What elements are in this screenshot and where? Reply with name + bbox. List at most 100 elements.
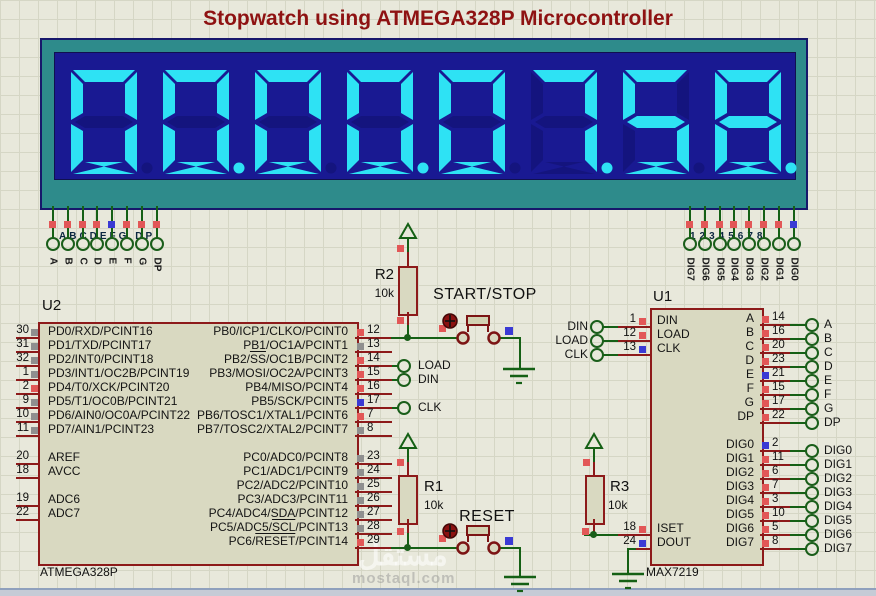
pin-number: 26	[367, 492, 380, 504]
state-indicator	[79, 221, 86, 228]
u2-atmega328p-body[interactable]	[38, 322, 359, 566]
wire	[760, 492, 790, 494]
u1-max7219-body[interactable]	[650, 308, 764, 566]
wire	[760, 478, 790, 480]
wire	[618, 340, 650, 342]
state-indicator	[762, 330, 769, 337]
header-terminal	[150, 237, 164, 251]
wire	[499, 337, 521, 339]
header-terminal	[683, 237, 697, 251]
state-indicator	[397, 528, 404, 535]
terminal-label: B	[824, 331, 833, 345]
terminal	[805, 500, 819, 514]
pin-label: PD6/AIN0/OC0A/PCINT22	[48, 408, 191, 422]
wire	[618, 354, 650, 356]
state-indicator	[762, 470, 769, 477]
header-terminal	[713, 237, 727, 251]
pin-label: DIG0	[725, 437, 754, 451]
terminal	[805, 402, 819, 416]
state-indicator	[762, 540, 769, 547]
pushbutton-reset[interactable]	[432, 522, 522, 562]
pin-label: G	[744, 395, 754, 409]
wire	[355, 505, 392, 507]
pin-number: 11	[772, 451, 784, 463]
wire	[760, 464, 790, 466]
seven-segment-display[interactable]: ABCDEFG DP 12345678	[40, 38, 808, 242]
resistor-r1[interactable]	[398, 475, 418, 525]
state-indicator	[31, 399, 38, 406]
reset-label: RESET	[459, 508, 515, 525]
pin-label: D	[745, 353, 754, 367]
state-indicator	[357, 483, 364, 490]
wire	[16, 407, 38, 409]
wire	[355, 519, 392, 521]
pin-label: AREF	[48, 450, 81, 464]
pin-label: PD2/INT0/PCINT18	[48, 352, 154, 366]
pin-number: 18	[16, 464, 29, 476]
wire	[760, 366, 790, 368]
pin-number: 24	[367, 464, 380, 476]
wire	[355, 365, 392, 367]
resistor-r3[interactable]	[585, 475, 605, 525]
wire	[519, 549, 521, 576]
header-pin-label: DIG0	[788, 257, 800, 281]
pin-label: PD7/AIN1/PCINT23	[48, 422, 155, 436]
terminal	[805, 472, 819, 486]
header-pin-label: E	[106, 257, 118, 265]
wire	[16, 337, 38, 339]
wire	[760, 408, 790, 410]
state-indicator	[357, 427, 364, 434]
pin-number: 31	[16, 338, 29, 350]
pin-label: PD0/RXD/PCINT16	[48, 324, 153, 338]
pin-number: 13	[623, 341, 636, 353]
pushbutton-startstop[interactable]	[432, 312, 522, 352]
pin-label: PB2/SS/OC1B/PCINT2	[223, 352, 348, 366]
pin-label: PD5/T1/OC0B/PCINT21	[48, 394, 178, 408]
header-terminal	[787, 237, 801, 251]
r3-value: 10k	[608, 498, 628, 512]
pin-number: 7	[367, 408, 374, 420]
pin-number: 15	[772, 381, 785, 393]
state-indicator	[762, 484, 769, 491]
pin-label: ADC7	[48, 506, 81, 520]
seven-seg-digit	[623, 70, 705, 174]
startstop-label: START/STOP	[433, 286, 537, 303]
terminal-label: CLK	[564, 347, 588, 361]
pin-number: 6	[772, 465, 779, 477]
state-indicator	[31, 385, 38, 392]
wire	[355, 435, 392, 437]
header-pin-label: A	[47, 257, 59, 265]
wire	[603, 326, 618, 328]
state-indicator	[745, 221, 752, 228]
state-indicator	[716, 221, 723, 228]
state-indicator	[686, 221, 693, 228]
wire	[760, 548, 790, 550]
resistor-r2[interactable]	[398, 266, 418, 316]
pin-number: 1	[22, 366, 29, 378]
state-indicator	[31, 357, 38, 364]
wire	[407, 460, 409, 477]
pin-number: 8	[772, 535, 779, 547]
wire	[355, 533, 392, 535]
page-title: Stopwatch using ATMEGA328P Microcontroll…	[203, 7, 673, 30]
wire	[790, 394, 806, 396]
terminal-label: DIN	[567, 319, 588, 333]
terminal-label: CLK	[418, 400, 442, 414]
state-indicator	[583, 459, 590, 466]
state-indicator	[357, 497, 364, 504]
state-indicator	[357, 539, 364, 546]
wire	[407, 312, 409, 327]
wire	[760, 324, 790, 326]
wire	[16, 351, 38, 353]
pin-label: ADC6	[48, 492, 81, 506]
header-pin-label: D	[91, 257, 103, 265]
wire	[407, 325, 409, 339]
state-indicator	[762, 498, 769, 505]
wire	[355, 393, 392, 395]
pin-number: 15	[367, 366, 380, 378]
wire	[16, 393, 38, 395]
header-terminal	[120, 237, 134, 251]
u1-part-label: MAX7219	[646, 565, 699, 579]
wire	[760, 394, 790, 396]
wire	[790, 380, 806, 382]
